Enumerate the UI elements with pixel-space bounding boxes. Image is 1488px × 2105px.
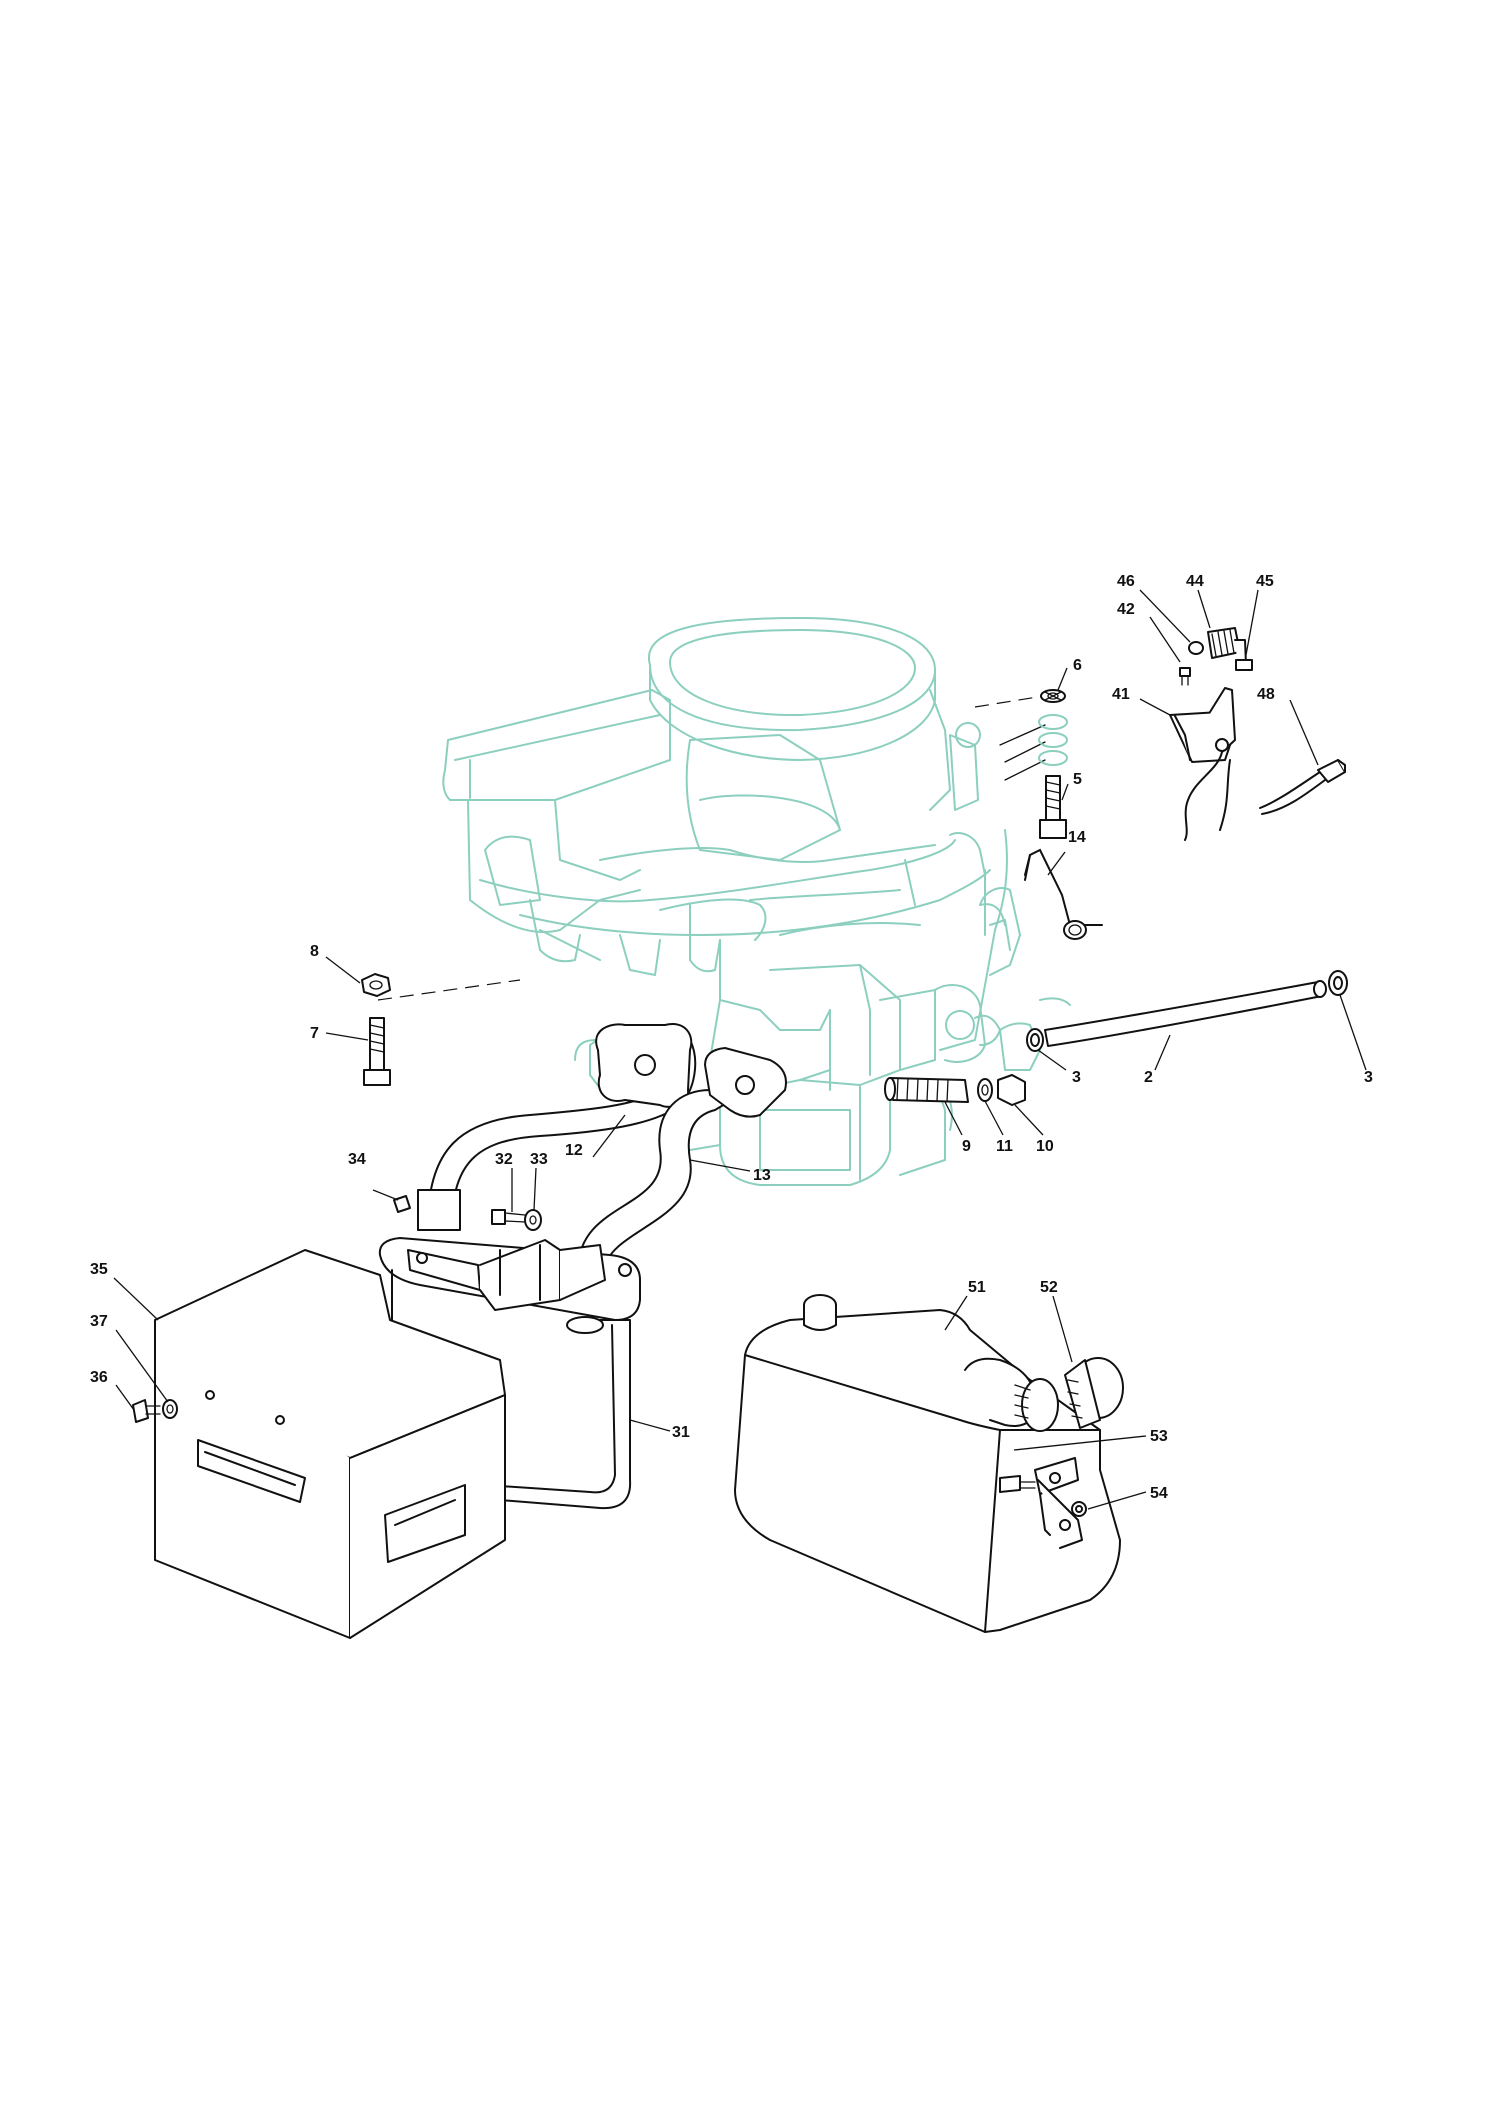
screw-42 — [1179, 667, 1191, 686]
callout-13: 13 — [753, 1167, 771, 1184]
callout-3-right: 3 — [1364, 1069, 1373, 1086]
washer-37 — [162, 1399, 178, 1419]
callout-35: 35 — [90, 1261, 108, 1278]
screw-45 — [1235, 659, 1253, 671]
leader-lines — [113, 589, 1367, 1510]
spring-14 — [1024, 848, 1103, 940]
callout-11: 11 — [996, 1138, 1013, 1155]
nut-34 — [393, 1195, 411, 1213]
callout-14: 14 — [1068, 829, 1086, 846]
callout-31: 31 — [672, 1424, 690, 1441]
callout-46: 46 — [1117, 573, 1135, 590]
callout-51: 51 — [968, 1279, 986, 1296]
throttle-bracket-41 — [1169, 687, 1236, 841]
callout-labels: 46 44 45 42 6 41 48 5 14 8 7 3 2 3 12 9 … — [90, 573, 1373, 1502]
nut-8 — [361, 973, 391, 997]
assembly-link-lines — [377, 694, 1051, 1001]
muffler-31 — [378, 1237, 641, 1510]
fuel-cap-52 — [1064, 1357, 1124, 1429]
clamp-3-right — [1328, 970, 1348, 996]
tank-bracket-53 — [999, 1457, 1083, 1549]
bolt-54 — [1071, 1501, 1087, 1517]
callout-8: 8 — [310, 943, 319, 960]
washer-stack — [1038, 714, 1068, 766]
bolt-7 — [363, 1017, 391, 1086]
callout-5: 5 — [1073, 771, 1082, 788]
callout-3-left: 3 — [1072, 1069, 1081, 1086]
callout-54: 54 — [1150, 1485, 1168, 1502]
washer-33 — [524, 1209, 542, 1231]
callout-36: 36 — [90, 1369, 108, 1386]
fitting-9 — [884, 1077, 969, 1103]
callout-53: 53 — [1150, 1428, 1168, 1445]
callout-44: 44 — [1186, 573, 1204, 590]
callout-34: 34 — [348, 1151, 366, 1168]
nut-10 — [997, 1074, 1026, 1106]
callout-52: 52 — [1040, 1279, 1058, 1296]
callout-41: 41 — [1112, 686, 1130, 703]
clamp-3-left — [1026, 1028, 1044, 1052]
nut-46 — [1188, 641, 1204, 655]
bolt-36 — [132, 1399, 161, 1423]
fuel-tank-51 — [734, 1294, 1121, 1633]
callout-32: 32 — [495, 1151, 513, 1168]
exhaust-pipe-12 — [417, 1023, 697, 1231]
callout-37: 37 — [90, 1313, 108, 1330]
callout-12: 12 — [565, 1142, 583, 1159]
callout-2: 2 — [1144, 1069, 1153, 1086]
cable-48 — [1259, 759, 1346, 815]
callout-45: 45 — [1256, 573, 1274, 590]
callout-48: 48 — [1257, 686, 1275, 703]
callout-42: 42 — [1117, 601, 1135, 618]
washer-6 — [1040, 689, 1066, 703]
heat-shield-35 — [154, 1249, 506, 1639]
callout-9: 9 — [962, 1138, 971, 1155]
washer-11 — [977, 1078, 993, 1102]
bolt-32 — [491, 1209, 526, 1225]
callout-6: 6 — [1073, 657, 1082, 674]
fuel-line-2 — [1044, 980, 1327, 1047]
bolt-5 — [1039, 775, 1067, 839]
callout-10: 10 — [1036, 1138, 1054, 1155]
callout-33: 33 — [530, 1151, 548, 1168]
callout-7: 7 — [310, 1025, 319, 1042]
